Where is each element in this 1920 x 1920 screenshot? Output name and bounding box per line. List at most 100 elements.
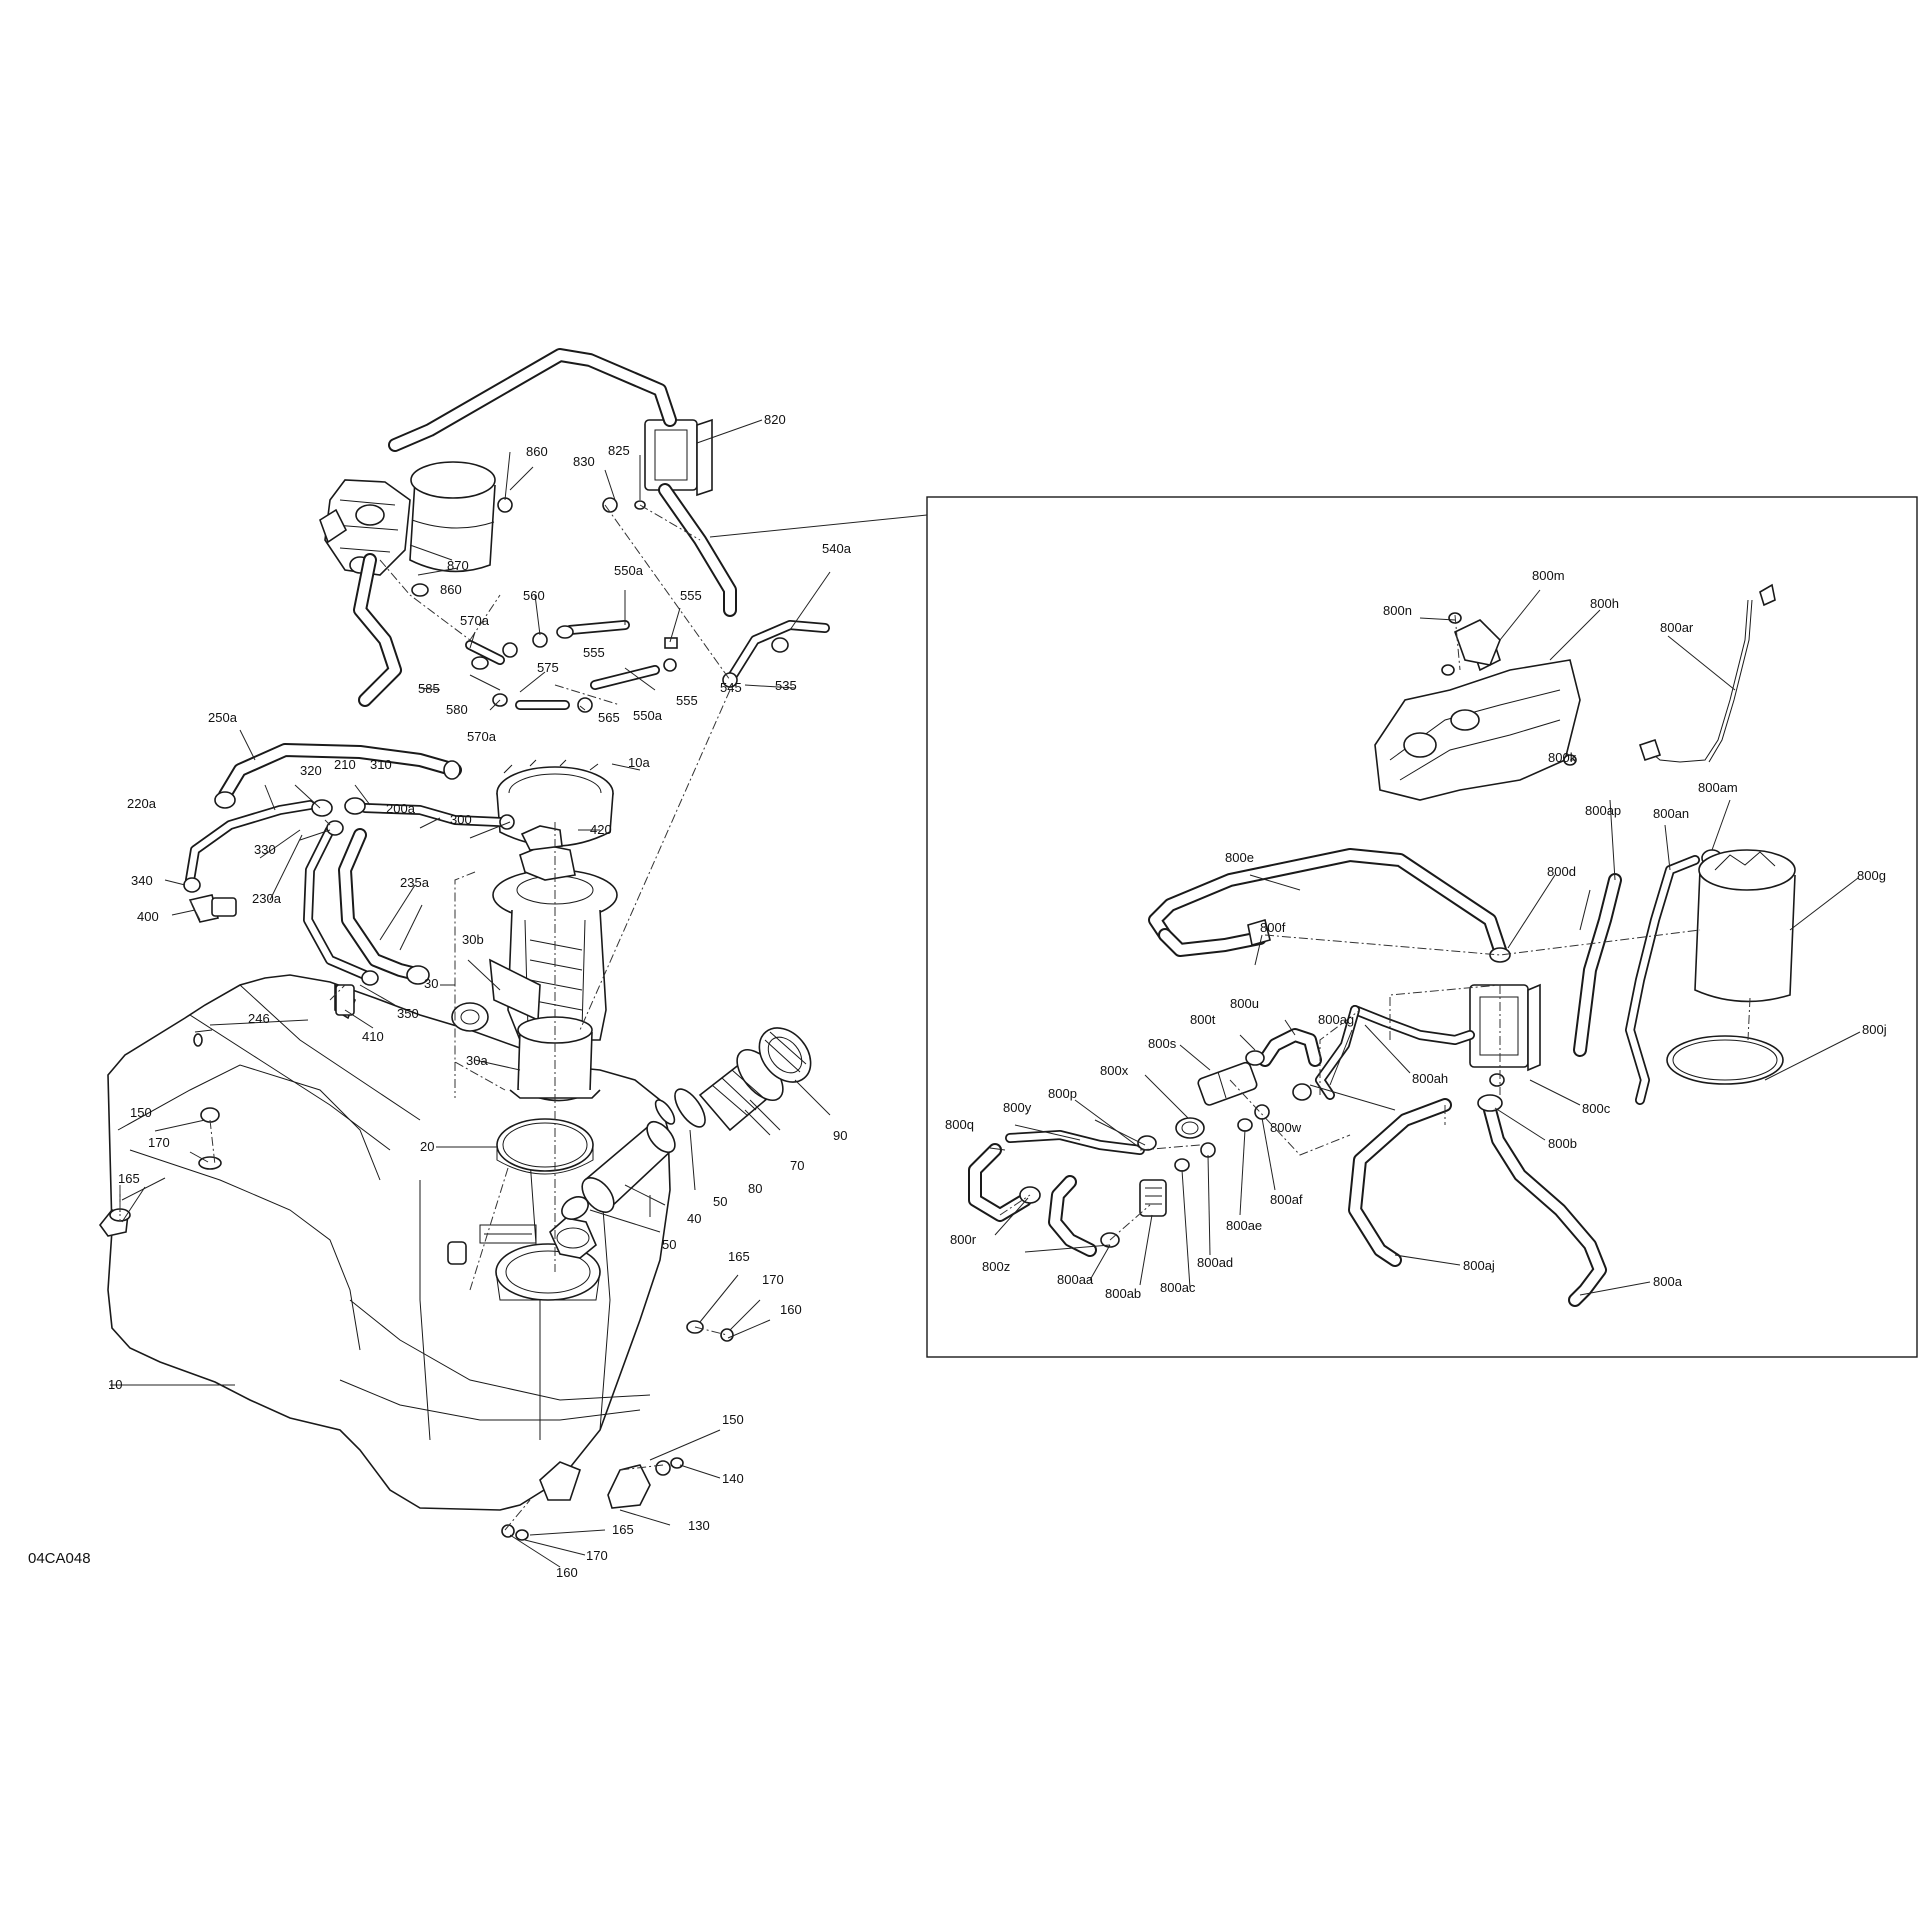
label-800ap: 800ap: [1585, 803, 1621, 818]
label-235a: 235a: [400, 875, 430, 890]
label-350: 350: [397, 1006, 419, 1021]
label-540a: 540a: [822, 541, 852, 556]
label-220a: 220a: [127, 796, 157, 811]
label-130: 130: [688, 1518, 710, 1533]
label-545: 545: [720, 680, 742, 695]
fuel-pump-seal: [496, 1118, 594, 1175]
fuel-pump-module: [451, 759, 618, 1102]
quick-connect-400: [188, 894, 237, 923]
filter-800s: [1197, 1061, 1258, 1106]
label-550a2: 550a: [633, 708, 663, 723]
label-20: 20: [420, 1139, 434, 1154]
label-800ah: 800ah: [1412, 1071, 1448, 1086]
label-800aa: 800aa: [1057, 1272, 1094, 1287]
label-160b: 160: [556, 1565, 578, 1580]
label-800ar: 800ar: [1660, 620, 1694, 635]
label-420: 420: [590, 822, 612, 837]
label-825: 825: [608, 443, 630, 458]
label-800t: 800t: [1190, 1012, 1216, 1027]
hose-800q: [968, 1143, 1032, 1222]
label-800e: 800e: [1225, 850, 1254, 865]
label-570a1: 570a: [460, 613, 490, 628]
label-800z: 800z: [982, 1259, 1010, 1274]
label-800f: 800f: [1260, 920, 1286, 935]
purge-valve: [644, 418, 713, 497]
label-800x: 800x: [1100, 1063, 1129, 1078]
label-10a: 10a: [628, 755, 650, 770]
label-800an: 800an: [1653, 806, 1689, 821]
label-800j: 800j: [1862, 1022, 1887, 1037]
clamp-800b: [1477, 1094, 1503, 1112]
label-800n: 800n: [1383, 603, 1412, 618]
label-800k: 800k: [1548, 750, 1577, 765]
detail-view-frame: [926, 496, 1918, 1358]
label-800aj: 800aj: [1463, 1258, 1495, 1273]
label-800q: 800q: [945, 1117, 974, 1132]
fuel-hose-250a: [218, 743, 462, 802]
label-400: 400: [137, 909, 159, 924]
label-555a: 555: [680, 588, 702, 603]
part-labels: 10 10a 20 30 30a 30b 40 50 50 70 80 90 1…: [28, 412, 1887, 1580]
fuel-tank: [98, 974, 671, 1511]
label-246: 246: [248, 1011, 270, 1026]
filler-neck-gasket: [674, 1088, 706, 1128]
label-800y: 800y: [1003, 1100, 1032, 1115]
label-800ab: 800ab: [1105, 1286, 1141, 1301]
purge-valve-800c: [1469, 983, 1541, 1087]
evap-canister-800g: [1694, 849, 1796, 1003]
label-160a: 160: [780, 1302, 802, 1317]
filler-hose: [581, 1120, 676, 1213]
label-550a1: 550a: [614, 563, 644, 578]
label-800u: 800u: [1230, 996, 1259, 1011]
label-70: 70: [790, 1158, 804, 1173]
label-555b: 555: [583, 645, 605, 660]
fuel-cap: [758, 1027, 812, 1083]
fuel-hose-220a: [185, 800, 315, 885]
label-150a: 150: [130, 1105, 152, 1120]
connector-800t: [1245, 1050, 1265, 1066]
label-410: 410: [362, 1029, 384, 1044]
assembly-lines-main: [119, 504, 731, 1531]
fitting-800x: [1175, 1117, 1205, 1139]
label-50b: 50: [662, 1237, 676, 1252]
label-800am: 800am: [1698, 780, 1738, 795]
label-800h: 800h: [1590, 596, 1619, 611]
breather-hose-550a: [565, 620, 660, 690]
label-800s: 800s: [1148, 1036, 1177, 1051]
label-800a: 800a: [1653, 1274, 1683, 1289]
vent-hose-main: [353, 348, 737, 707]
pump-800ab: [1139, 1179, 1167, 1217]
leader-lines: [110, 419, 1861, 1568]
label-10: 10: [108, 1377, 122, 1392]
tank-fasteners-right: [501, 1320, 734, 1541]
label-800d: 800d: [1547, 864, 1576, 879]
label-800b: 800b: [1548, 1136, 1577, 1151]
label-800m: 800m: [1532, 568, 1565, 583]
sensor-wire-800ar: [1638, 583, 1776, 763]
label-860b: 860: [440, 582, 462, 597]
label-800w: 800w: [1270, 1120, 1302, 1135]
label-870: 870: [447, 558, 469, 573]
label-800ae: 800ae: [1226, 1218, 1262, 1233]
hose-800u: [1258, 1028, 1322, 1067]
label-170b: 170: [762, 1272, 784, 1287]
fuel-hose-200a: [360, 803, 505, 827]
label-165b: 165: [728, 1249, 750, 1264]
vent-hose-800ap: [1573, 873, 1622, 1057]
screw-246: [193, 1029, 213, 1047]
label-575: 575: [537, 660, 559, 675]
label-800ac: 800ac: [1160, 1280, 1196, 1295]
evap-canister-assembly: [319, 461, 496, 576]
label-150b: 150: [722, 1412, 744, 1427]
label-800r: 800r: [950, 1232, 977, 1247]
hose-800y: [1005, 1130, 1145, 1155]
hose-800a: [1483, 1103, 1607, 1307]
label-800g: 800g: [1857, 868, 1886, 883]
vent-hose-800ag-assembly: [1315, 1005, 1475, 1100]
label-820: 820: [764, 412, 786, 427]
label-30: 30: [424, 976, 438, 991]
label-300: 300: [450, 812, 472, 827]
label-50a: 50: [713, 1194, 727, 1209]
assembly-lines-detail: [999, 614, 1751, 1241]
hose-800aj: [1348, 1098, 1452, 1267]
